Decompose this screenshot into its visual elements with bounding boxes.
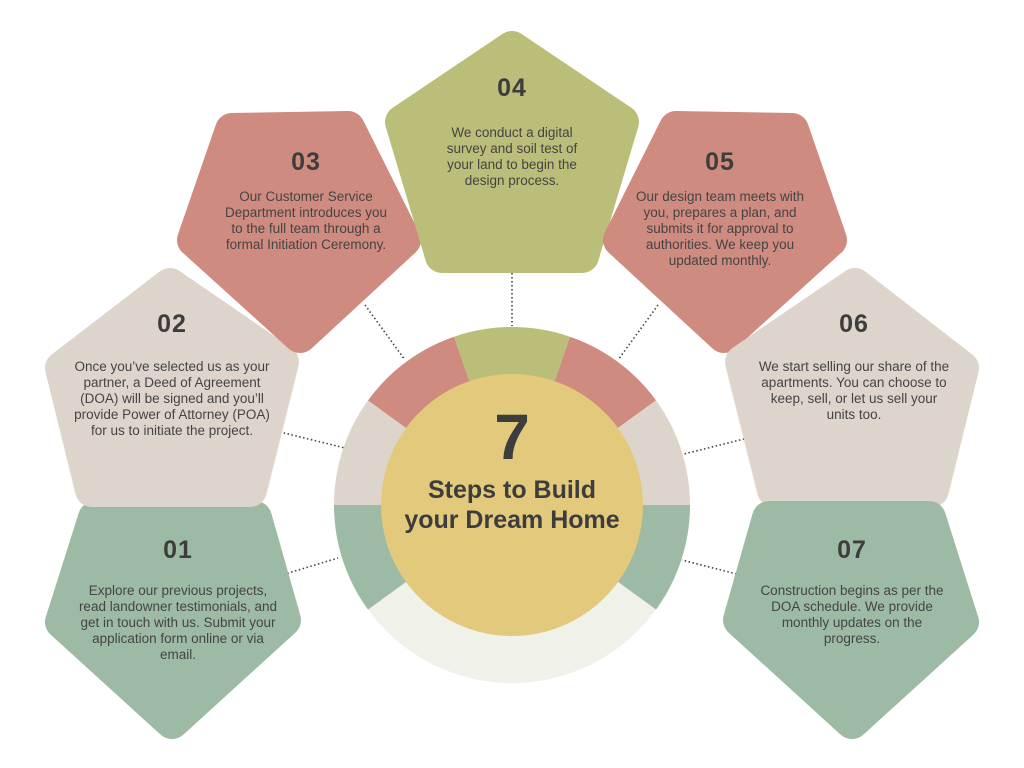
step-description: Our design team meets with you, prepares…: [635, 189, 805, 268]
ring-segment-05: [554, 336, 657, 429]
step-number: 04: [497, 74, 527, 102]
step-description: We conduct a digital survey and soil tes…: [446, 125, 578, 188]
step-03: 03 Our Customer Service Department intro…: [218, 148, 394, 253]
connector-line-1: [271, 557, 339, 579]
ring-segment-04: [454, 327, 570, 383]
connector-line-2: [271, 429, 346, 449]
step-01: 01 Explore our previous projects, read l…: [78, 536, 278, 663]
step-02-pentagon: [45, 268, 299, 507]
step-description: Our Customer Service Department introduc…: [224, 189, 388, 252]
ring-segment-06: [617, 400, 690, 505]
ring-segment-01: [334, 505, 407, 610]
step-description: Once you’ve selected us as your partner,…: [74, 359, 270, 438]
ring-segment-base: [367, 581, 657, 684]
center-title-line1: Steps to Build: [427, 476, 597, 504]
step-description: Explore our previous projects, read land…: [78, 583, 278, 662]
ring-segment-07: [617, 505, 690, 610]
center-title-line2: your Dream Home: [404, 506, 620, 534]
step-number: 02: [157, 310, 187, 338]
step-05: 05 Our design team meets with you, prepa…: [628, 148, 812, 269]
step-description: We start selling our share of the apartm…: [758, 359, 950, 422]
step-number: 06: [839, 310, 869, 338]
step-03-pentagon: [177, 111, 421, 353]
step-04-pentagon: [385, 31, 639, 273]
step-number: 07: [837, 536, 867, 564]
center-title: 7 Steps to Build your Dream Home: [380, 405, 644, 535]
step-04: 04 We conduct a digital survey and soil …: [440, 74, 584, 189]
step-number: 05: [705, 148, 735, 176]
step-06: 06 We start selling our share of the apa…: [758, 310, 950, 423]
center-circle: [381, 374, 643, 636]
connector-line-6: [679, 436, 753, 456]
step-05-pentagon: [603, 111, 847, 353]
connector-line-5: [617, 304, 659, 361]
step-description: Construction begins as per the DOA sched…: [760, 583, 944, 646]
step-number: 01: [163, 536, 193, 564]
ring-segment-02: [334, 400, 407, 505]
step-07-pentagon: [723, 501, 979, 739]
step-number: 03: [291, 148, 321, 176]
step-07: 07 Construction begins as per the DOA sc…: [756, 536, 948, 647]
ring-segment-03: [367, 336, 470, 429]
step-02: 02 Once you’ve selected us as your partn…: [74, 310, 270, 439]
connector-line-3: [364, 304, 406, 361]
center-number: 7: [494, 401, 530, 473]
step-01-pentagon: [45, 501, 301, 739]
step-06-pentagon: [725, 268, 979, 507]
